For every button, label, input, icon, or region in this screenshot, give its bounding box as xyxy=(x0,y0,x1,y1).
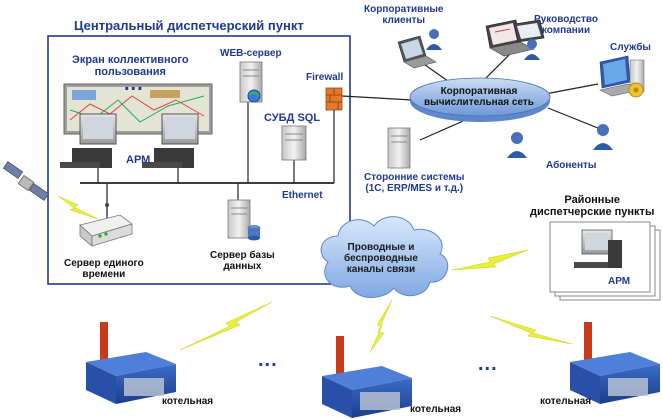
db-server-icon xyxy=(227,199,261,241)
services-icon xyxy=(599,55,645,98)
boiler-1-label: котельная xyxy=(162,396,214,407)
subscribers-label: Абоненты xyxy=(546,160,597,171)
dbms-label: СУБД SQL xyxy=(264,112,321,124)
firewall-icon xyxy=(325,87,343,111)
link-firewall-network xyxy=(341,95,413,101)
collective-screen-label: Экран коллективного пользования xyxy=(72,54,189,78)
comm-channels-cloud xyxy=(320,216,449,298)
lightning-boiler-3 xyxy=(489,315,573,345)
corp-clients-label: Корпоративные клиенты xyxy=(364,4,444,26)
boiler-2-icon xyxy=(322,336,412,418)
subscribers-icon xyxy=(507,124,613,158)
boiler-3-label: котельная xyxy=(540,396,592,407)
web-server-label: WEB-сервер xyxy=(220,48,282,59)
arm-regional-label: АРМ xyxy=(608,276,631,287)
central-dispatch-frame xyxy=(47,35,351,285)
lightning-boiler-2 xyxy=(369,299,393,353)
corporate-clients-icon xyxy=(397,29,442,69)
time-server-icon xyxy=(79,203,133,247)
comm-channels-label: Проводные и беспроводные каналы связи xyxy=(344,242,418,275)
services-label: Службы xyxy=(610,42,651,53)
arm-computer-1 xyxy=(60,113,117,168)
external-systems-icon xyxy=(387,127,411,169)
regional-points-label: Районные диспетчерские пункты xyxy=(530,194,655,218)
satellite-icon xyxy=(2,161,50,201)
arm-ellipsis: ... xyxy=(124,73,144,95)
arm-central-label: АРМ xyxy=(126,154,151,166)
regional-points-panel xyxy=(549,221,661,301)
lightning-boiler-1 xyxy=(179,301,273,351)
lightning-regional xyxy=(451,249,529,271)
boiler-2-label: котельная xyxy=(410,404,462,415)
arm-computer-2 xyxy=(142,113,199,168)
external-systems-label: Сторонние системы (1С, ERP/MES и т.д.) xyxy=(364,172,465,194)
boiler-ellipsis-1: ... xyxy=(258,349,278,371)
boiler-1-icon xyxy=(86,322,176,404)
management-label: Руководство компании xyxy=(534,14,599,36)
ethernet-label: Ethernet xyxy=(282,190,323,201)
wireless-links xyxy=(57,195,573,353)
boiler-3-icon xyxy=(570,322,660,404)
db-server-label: Сервер базы данных xyxy=(210,250,275,272)
boiler-ellipsis-2: ... xyxy=(478,353,498,375)
corp-network-label: Корпоративная вычислительная сеть xyxy=(424,86,534,108)
corporate-network-ellipse-top xyxy=(409,77,551,117)
lightning-satellite xyxy=(57,195,99,220)
web-server-icon xyxy=(239,61,263,103)
sql-server-icon xyxy=(281,125,307,161)
management-icon xyxy=(485,19,545,60)
firewall-label: Firewall xyxy=(306,72,344,83)
central-dispatch-title: Центральный диспетчерский пункт xyxy=(74,18,304,33)
time-server-label: Сервер единого времени xyxy=(64,258,144,280)
